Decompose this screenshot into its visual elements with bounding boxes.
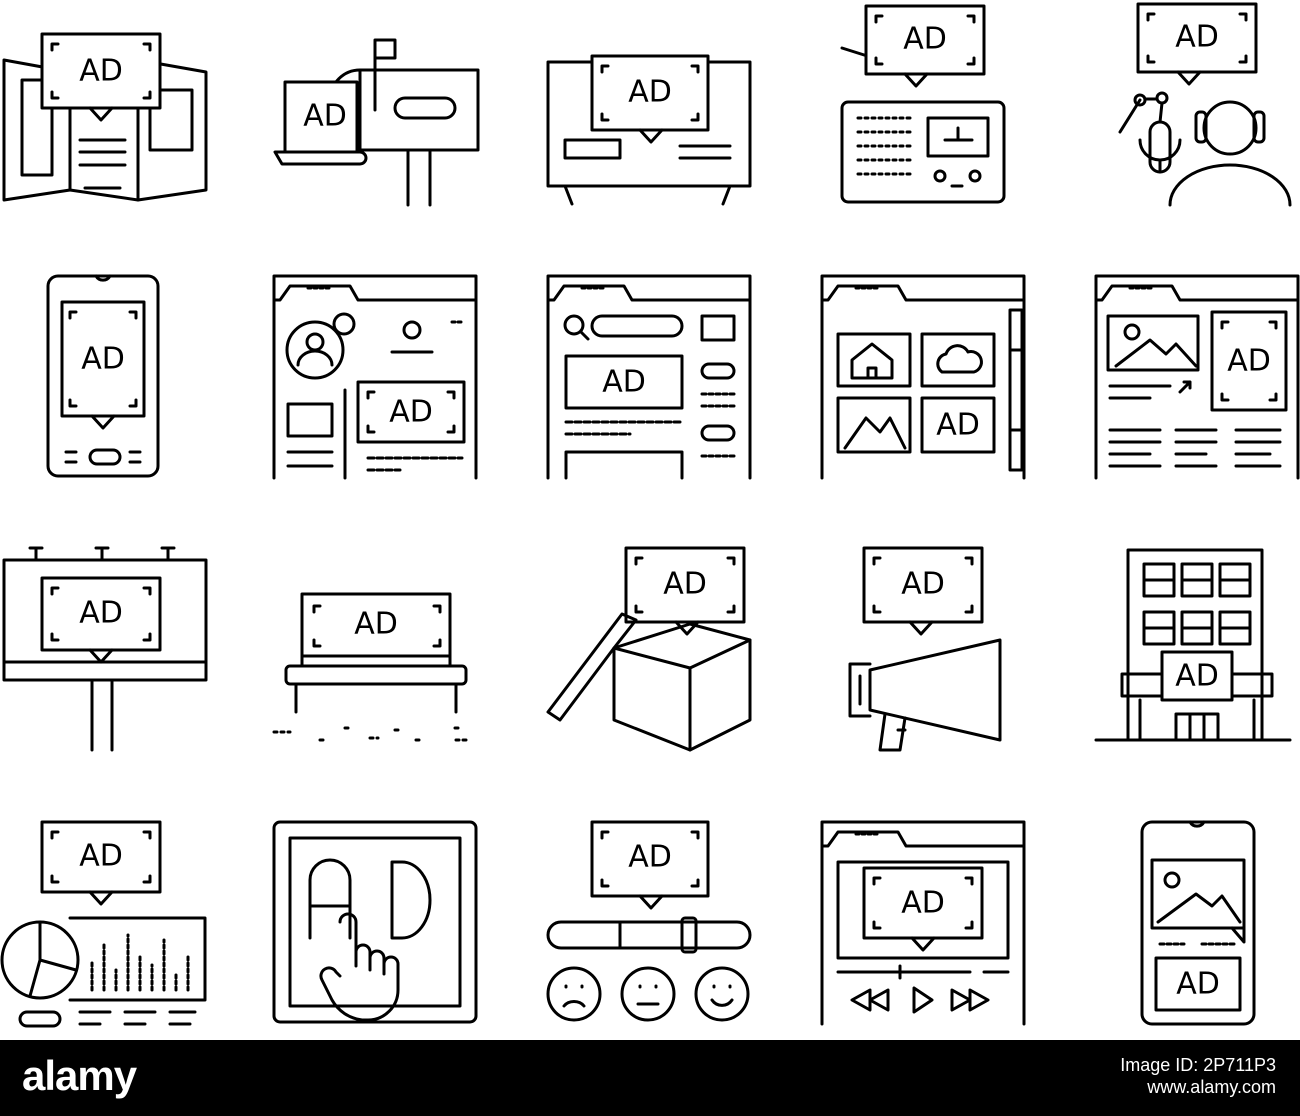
icon-sheet: AD AD AD AD bbox=[0, 2, 1300, 1028]
ad-label-9: AD bbox=[936, 408, 980, 443]
ad-label-5: AD bbox=[1175, 20, 1219, 55]
megaphone-ad-icon: AD bbox=[848, 546, 1002, 752]
smartphone-ad-icon: AD bbox=[46, 274, 160, 478]
ad-label-13: AD bbox=[663, 567, 707, 602]
billboard-ad-icon: AD bbox=[2, 546, 208, 752]
touch-ad-icon bbox=[272, 820, 478, 1024]
ad-label-15: AD bbox=[1175, 659, 1219, 694]
gallery-ad-icon: AD bbox=[820, 274, 1026, 480]
social-profile-ad-icon: AD bbox=[272, 274, 478, 480]
ad-label-1: AD bbox=[79, 54, 123, 89]
mailbox-ad-icon: AD bbox=[273, 38, 480, 207]
site-url: www.alamy.com bbox=[1147, 1077, 1276, 1097]
ad-label-7: AD bbox=[389, 395, 433, 430]
ad-label-11: AD bbox=[79, 596, 123, 631]
ad-label-19: AD bbox=[901, 886, 945, 921]
ad-label-3: AD bbox=[628, 75, 672, 110]
ad-label-14: AD bbox=[901, 567, 945, 602]
footer-bar: alamy Image ID: 2P711P3 www.alamy.com bbox=[0, 1040, 1300, 1116]
podcast-ad-icon: AD bbox=[1118, 2, 1292, 207]
analytics-ad-icon: AD bbox=[0, 820, 207, 1028]
mobile-gallery-ad-icon: AD bbox=[1140, 820, 1256, 1026]
ad-label-8: AD bbox=[602, 365, 646, 400]
ad-label-20: AD bbox=[1176, 967, 1220, 1002]
ad-label-10: AD bbox=[1227, 344, 1271, 379]
alamy-logo: alamy bbox=[22, 1052, 137, 1099]
image-id-text: Image ID: 2P711P3 www.alamy.com bbox=[1120, 1054, 1276, 1098]
ad-label-6: AD bbox=[81, 342, 125, 377]
ad-label-16: AD bbox=[79, 839, 123, 874]
ad-label-4: AD bbox=[903, 22, 947, 57]
image-id-label: Image ID: 2P711P3 bbox=[1120, 1055, 1276, 1075]
search-results-ad-icon: AD bbox=[546, 274, 752, 480]
tv-ad-icon: AD bbox=[546, 54, 752, 206]
radio-ad-icon: AD bbox=[840, 4, 1006, 204]
ad-label-2: AD bbox=[303, 99, 347, 134]
building-ad-icon: AD bbox=[1094, 548, 1292, 742]
newspaper-ad-icon: AD bbox=[2, 32, 208, 202]
bench-ad-icon: AD bbox=[272, 592, 472, 742]
box-ad-icon: AD bbox=[546, 546, 752, 752]
ad-label-18: AD bbox=[628, 840, 672, 875]
ad-label-12: AD bbox=[354, 607, 398, 642]
feedback-ad-icon: AD bbox=[546, 820, 752, 1022]
blog-ad-icon: AD bbox=[1094, 274, 1300, 480]
video-ad-icon: AD bbox=[820, 820, 1026, 1026]
